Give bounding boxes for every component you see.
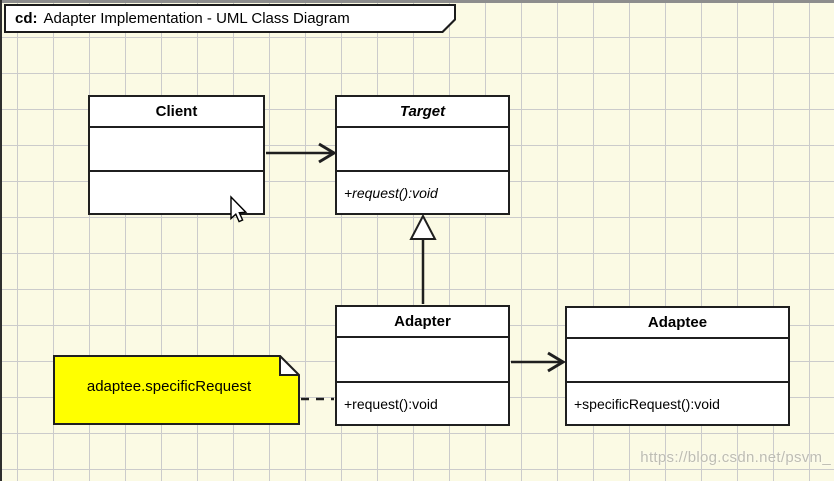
hollow-triangle-icon xyxy=(409,213,437,240)
frame-top-border xyxy=(0,0,834,3)
association-adapter-adaptee[interactable] xyxy=(511,351,566,373)
operations-compartment-adapter: +request():void xyxy=(337,381,508,424)
watermark-url: https://blog.csdn.net/psvm_ xyxy=(640,449,831,466)
note-fold-icon xyxy=(279,355,300,376)
diagram-type-label: cd: xyxy=(15,10,38,27)
class-box-adaptee[interactable]: Adaptee +specificRequest():void xyxy=(565,306,790,426)
frame-left-border xyxy=(0,0,2,481)
class-name-adaptee: Adaptee xyxy=(567,308,788,339)
class-name-client: Client xyxy=(90,97,263,128)
class-box-adapter[interactable]: Adapter +request():void xyxy=(335,305,510,426)
diagram-title-tab[interactable]: cd: Adapter Implementation - UML Class D… xyxy=(4,4,456,33)
generalization-adapter-target[interactable] xyxy=(409,213,437,304)
operations-compartment-target: +request():void xyxy=(337,170,508,213)
operations-compartment-client xyxy=(90,170,263,213)
class-box-target[interactable]: Target +request():void xyxy=(335,95,510,215)
association-client-target[interactable] xyxy=(266,142,337,164)
diagram-title: Adapter Implementation - UML Class Diagr… xyxy=(43,10,350,27)
note-adaptee-specific-request[interactable]: adaptee.specificRequest xyxy=(53,355,300,425)
attributes-compartment-client xyxy=(90,128,263,170)
note-text: adaptee.specificRequest xyxy=(86,378,252,395)
class-box-client[interactable]: Client xyxy=(88,95,265,215)
open-arrowhead-icon xyxy=(318,142,337,164)
operations-compartment-adaptee: +specificRequest():void xyxy=(567,381,788,424)
attributes-compartment-target xyxy=(337,128,508,170)
class-name-target: Target xyxy=(337,97,508,128)
diagram-title-tab-inner: cd: Adapter Implementation - UML Class D… xyxy=(6,6,454,31)
attributes-compartment-adapter xyxy=(337,338,508,381)
attributes-compartment-adaptee xyxy=(567,339,788,381)
open-arrowhead-icon xyxy=(547,351,566,373)
note-shape xyxy=(53,355,300,425)
class-name-adapter: Adapter xyxy=(337,307,508,338)
